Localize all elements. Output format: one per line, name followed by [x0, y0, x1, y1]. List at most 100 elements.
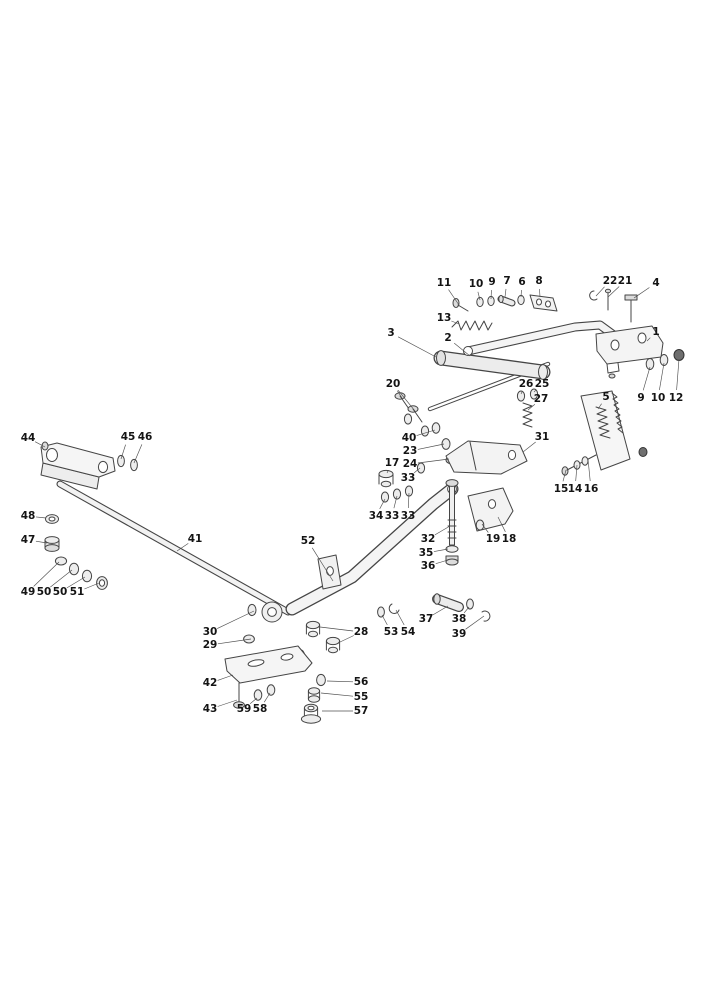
spacer-7 — [497, 294, 516, 307]
leader-line — [642, 366, 651, 391]
leader-line — [50, 569, 73, 588]
leader-line — [66, 576, 86, 589]
left-hardware-49-50-51 — [54, 556, 108, 590]
leader-line — [176, 543, 189, 552]
callout-57: 57 — [354, 705, 369, 717]
leader-line — [413, 467, 421, 474]
leader-line — [520, 391, 523, 395]
callout-22: 22 — [603, 275, 618, 287]
callout-27: 27 — [534, 393, 549, 405]
callout-35: 35 — [419, 547, 434, 559]
leader-line — [263, 692, 271, 703]
leader-line — [433, 548, 449, 552]
callout-20: 20 — [386, 378, 401, 390]
leader-line — [395, 609, 405, 626]
callout-41: 41 — [188, 533, 203, 545]
callout-4: 4 — [652, 277, 659, 289]
bracket-31 — [445, 440, 528, 475]
leader-line — [393, 495, 398, 509]
callout-17: 17 — [385, 457, 400, 469]
callout-40: 40 — [402, 432, 417, 444]
callout-3: 3 — [387, 327, 394, 339]
leader-line — [607, 286, 620, 298]
callout-34: 34 — [369, 510, 384, 522]
callout-29: 29 — [203, 639, 218, 651]
callout-44: 44 — [21, 432, 36, 444]
callout-33: 33 — [401, 472, 416, 484]
bolt-43 — [233, 682, 245, 709]
washers-58-59 — [253, 684, 276, 701]
callout-1: 1 — [652, 326, 659, 338]
leader-line — [504, 288, 507, 298]
callout-24: 24 — [403, 458, 418, 470]
leader-line — [397, 390, 403, 399]
leader-line — [381, 614, 388, 626]
pin-37-washer-38-clip-39 — [432, 593, 491, 622]
leader-line — [597, 403, 602, 410]
leader-line — [379, 498, 386, 510]
leader-line — [416, 429, 436, 436]
callout-43: 43 — [203, 703, 218, 715]
leader-line — [319, 626, 354, 632]
callout-14: 14 — [568, 483, 583, 495]
callout-36: 36 — [421, 560, 436, 572]
callout-9: 9 — [637, 392, 644, 404]
callout-10: 10 — [651, 392, 666, 404]
callout-50: 50 — [53, 586, 68, 598]
leader-line — [84, 582, 100, 590]
bushings-55-56-57 — [300, 673, 326, 724]
main-shaft-41 — [56, 480, 292, 616]
washer-53-clip-54 — [377, 603, 400, 618]
leader-line — [407, 492, 410, 509]
bolt-11 — [452, 298, 469, 312]
callout-23: 23 — [403, 445, 418, 457]
callout-21: 21 — [618, 275, 633, 287]
leader-line — [417, 458, 450, 464]
callout-9: 9 — [488, 276, 495, 288]
callout-54: 54 — [401, 626, 416, 638]
leader-line — [326, 680, 354, 683]
leader-line — [217, 674, 234, 681]
leader-line — [676, 358, 680, 391]
callout-30: 30 — [203, 626, 218, 638]
leader-line — [33, 561, 60, 587]
callout-2: 2 — [444, 332, 451, 344]
leader-line — [417, 443, 445, 450]
leader-line — [646, 337, 651, 342]
leader-line — [477, 291, 481, 301]
adjuster-plate-5 — [580, 390, 631, 471]
leader-line — [659, 362, 665, 391]
leader-line — [527, 403, 536, 411]
lever-tab-plate — [317, 554, 342, 590]
clip-22-pin-21 — [589, 288, 612, 311]
leader-line — [311, 547, 334, 582]
leader-line — [497, 516, 506, 532]
callout-45: 45 — [121, 431, 136, 443]
callout-39: 39 — [452, 628, 467, 640]
support-bracket-42 — [224, 645, 313, 684]
callout-11: 11 — [437, 277, 452, 289]
leader-layer — [33, 286, 680, 712]
drawing-layer — [40, 288, 685, 724]
bolt-32 — [445, 479, 459, 566]
bolt-4 — [624, 294, 638, 323]
leader-line — [451, 320, 460, 325]
callout-59: 59 — [237, 703, 252, 715]
callout-13: 13 — [437, 312, 452, 324]
leader-line — [533, 389, 537, 393]
callout-5: 5 — [602, 391, 609, 403]
callout-33: 33 — [385, 510, 400, 522]
callout-6: 6 — [518, 276, 525, 288]
leader-line — [35, 540, 48, 544]
callout-16: 16 — [584, 483, 599, 495]
callout-28: 28 — [354, 626, 369, 638]
callout-55: 55 — [354, 691, 369, 703]
callout-56: 56 — [354, 676, 369, 688]
pivot-hub — [243, 601, 283, 644]
leader-line — [453, 342, 471, 357]
leader-line — [34, 441, 46, 448]
callout-58: 58 — [253, 703, 268, 715]
callout-46: 46 — [138, 431, 153, 443]
